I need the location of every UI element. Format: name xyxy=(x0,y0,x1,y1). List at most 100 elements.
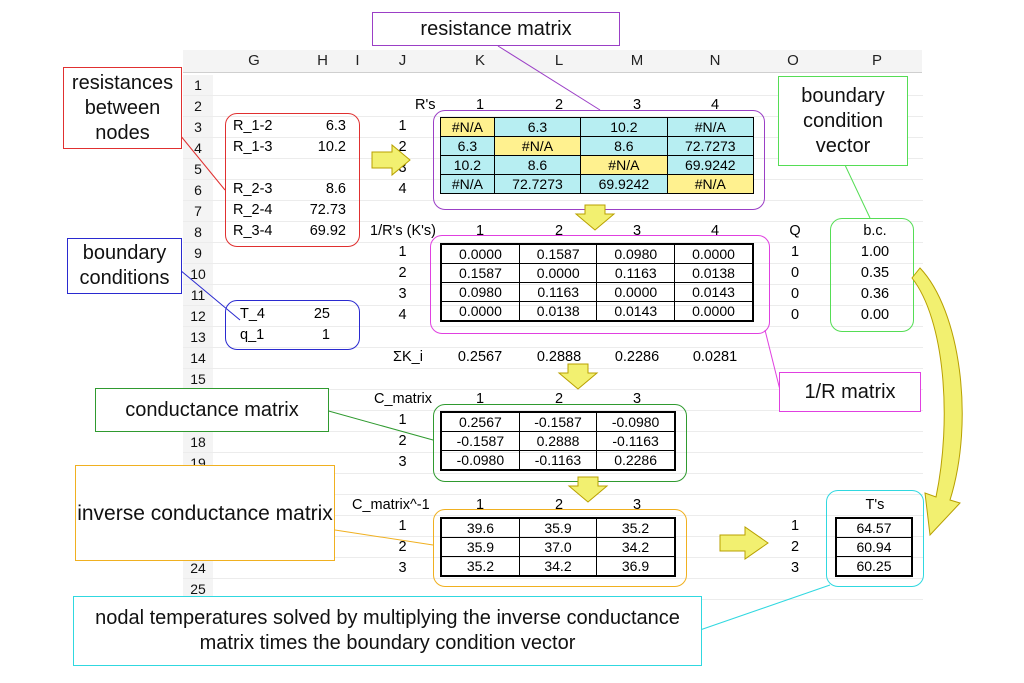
cinv-col-1[interactable]: 1 xyxy=(475,497,485,513)
r-cell[interactable]: 72.7273 xyxy=(493,174,582,194)
k-cell[interactable]: 0.0000 xyxy=(440,301,520,322)
cinv-cell[interactable]: 35.9 xyxy=(440,537,520,557)
k-cell[interactable]: 0.0143 xyxy=(596,301,676,322)
row-header[interactable]: 12 xyxy=(183,306,213,326)
row-header[interactable]: 13 xyxy=(183,327,213,347)
c-row-1[interactable]: 1 xyxy=(398,412,407,428)
k-row-3[interactable]: 3 xyxy=(398,286,407,302)
k-row-1[interactable]: 1 xyxy=(398,244,407,260)
k-cell[interactable]: 0.0138 xyxy=(674,263,754,283)
r-cell[interactable]: #N/A xyxy=(493,136,582,156)
col-header-K[interactable]: K xyxy=(440,50,520,73)
bc-value-1[interactable]: 25 xyxy=(313,306,330,322)
r-col-2[interactable]: 2 xyxy=(554,97,564,113)
res-name-2[interactable]: R_1-3 xyxy=(233,139,273,155)
r-col-1[interactable]: 1 xyxy=(475,97,485,113)
row-header[interactable]: 4 xyxy=(183,138,213,158)
row-header[interactable]: 15 xyxy=(183,369,213,389)
bc-header[interactable]: b.c. xyxy=(863,223,887,239)
r-cell[interactable]: 72.7273 xyxy=(666,136,755,156)
k-col-3[interactable]: 3 xyxy=(632,223,642,239)
cinv-cell[interactable]: 35.2 xyxy=(440,556,520,577)
k-col-2[interactable]: 2 xyxy=(554,223,564,239)
r-cell[interactable]: #N/A xyxy=(440,174,495,194)
k-cell[interactable]: 0.0143 xyxy=(674,282,754,302)
cinv-cell[interactable]: 34.2 xyxy=(596,537,676,557)
r-cell[interactable]: #N/A xyxy=(666,174,755,194)
sum-k-3[interactable]: 0.2286 xyxy=(614,349,660,365)
k-row-2[interactable]: 2 xyxy=(398,265,407,281)
row-header[interactable]: 18 xyxy=(183,432,213,452)
k-cell[interactable]: 0.0000 xyxy=(518,263,598,283)
c-row-2[interactable]: 2 xyxy=(398,433,407,449)
cinv-cell[interactable]: 36.9 xyxy=(596,556,676,577)
row-header[interactable]: 5 xyxy=(183,159,213,179)
r-cell[interactable]: 69.9242 xyxy=(580,174,668,194)
temp-cell[interactable]: 60.94 xyxy=(835,537,913,557)
cinv-col-2[interactable]: 2 xyxy=(554,497,564,513)
col-header-I[interactable]: I xyxy=(350,50,365,73)
c-matrix-header[interactable]: C_matrix xyxy=(374,391,433,407)
col-header-H[interactable]: H xyxy=(295,50,350,73)
cinv-cell[interactable]: 35.2 xyxy=(596,517,676,538)
row-header[interactable]: 24 xyxy=(183,558,213,578)
r-row-4[interactable]: 4 xyxy=(398,181,407,197)
q-value-1[interactable]: 1 xyxy=(790,244,800,260)
k-col-4[interactable]: 4 xyxy=(710,223,720,239)
bc-value-vec-4[interactable]: 0.00 xyxy=(860,307,890,323)
cinv-cell[interactable]: 35.9 xyxy=(518,517,598,538)
c-cell[interactable]: -0.1163 xyxy=(518,450,598,471)
r-col-4[interactable]: 4 xyxy=(710,97,720,113)
col-header-N[interactable]: N xyxy=(676,50,754,73)
k-cell[interactable]: 0.1163 xyxy=(518,282,598,302)
corner-cell[interactable] xyxy=(183,50,213,73)
res-value-5[interactable]: 69.92 xyxy=(309,223,346,239)
k-cell[interactable]: 0.0000 xyxy=(674,301,754,322)
r-cell[interactable]: #N/A xyxy=(580,155,668,175)
q-value-4[interactable]: 0 xyxy=(790,307,800,323)
c-col-1[interactable]: 1 xyxy=(475,391,485,407)
row-header[interactable]: 2 xyxy=(183,96,213,116)
cinv-row-2[interactable]: 2 xyxy=(398,539,407,555)
sum-k-4[interactable]: 0.0281 xyxy=(692,349,738,365)
cinv-row-3[interactable]: 3 xyxy=(398,560,407,576)
bc-value-vec-2[interactable]: 0.35 xyxy=(860,265,890,281)
row-header[interactable]: 9 xyxy=(183,243,213,263)
res-name-1[interactable]: R_1-2 xyxy=(233,118,273,134)
cinv-col-3[interactable]: 3 xyxy=(632,497,642,513)
k-cell[interactable]: 0.0138 xyxy=(518,301,598,322)
res-name-5[interactable]: R_3-4 xyxy=(233,223,273,239)
row-header[interactable]: 25 xyxy=(183,579,213,599)
bc-value-vec-1[interactable]: 1.00 xyxy=(860,244,890,260)
sum-k-1[interactable]: 0.2567 xyxy=(457,349,503,365)
temps-row-2[interactable]: 2 xyxy=(790,539,800,555)
k-cell[interactable]: 0.0980 xyxy=(596,243,676,264)
col-header-J[interactable]: J xyxy=(365,50,440,73)
r-matrix-header[interactable]: R's xyxy=(415,97,436,113)
col-header-L[interactable]: L xyxy=(520,50,598,73)
row-header[interactable]: 8 xyxy=(183,222,213,242)
bc-value-2[interactable]: 1 xyxy=(321,327,330,343)
res-value-1[interactable]: 6.3 xyxy=(325,118,346,134)
temp-cell[interactable]: 60.25 xyxy=(835,556,913,577)
c-cell[interactable]: -0.1163 xyxy=(596,431,676,451)
c-inv-header[interactable]: C_matrix^-1 xyxy=(352,497,430,513)
k-cell[interactable]: 0.0980 xyxy=(440,282,520,302)
row-header[interactable]: 11 xyxy=(183,285,213,305)
r-row-2[interactable]: 2 xyxy=(398,139,407,155)
col-header-P[interactable]: P xyxy=(832,50,922,73)
col-header-O[interactable]: O xyxy=(754,50,832,73)
k-col-1[interactable]: 1 xyxy=(475,223,485,239)
bc-name-1[interactable]: T_4 xyxy=(240,306,265,322)
q-header[interactable]: Q xyxy=(789,223,801,239)
row-header[interactable]: 14 xyxy=(183,348,213,368)
res-name-3[interactable]: R_2-3 xyxy=(233,181,273,197)
r-row-3[interactable]: 3 xyxy=(398,160,407,176)
res-value-4[interactable]: 72.73 xyxy=(309,202,346,218)
r-col-3[interactable]: 3 xyxy=(632,97,642,113)
c-col-3[interactable]: 3 xyxy=(632,391,642,407)
k-matrix-header[interactable]: 1/R's (K's) xyxy=(370,223,436,239)
cinv-cell[interactable]: 37.0 xyxy=(518,537,598,557)
row-header[interactable]: 6 xyxy=(183,180,213,200)
k-cell[interactable]: 0.1163 xyxy=(596,263,676,283)
